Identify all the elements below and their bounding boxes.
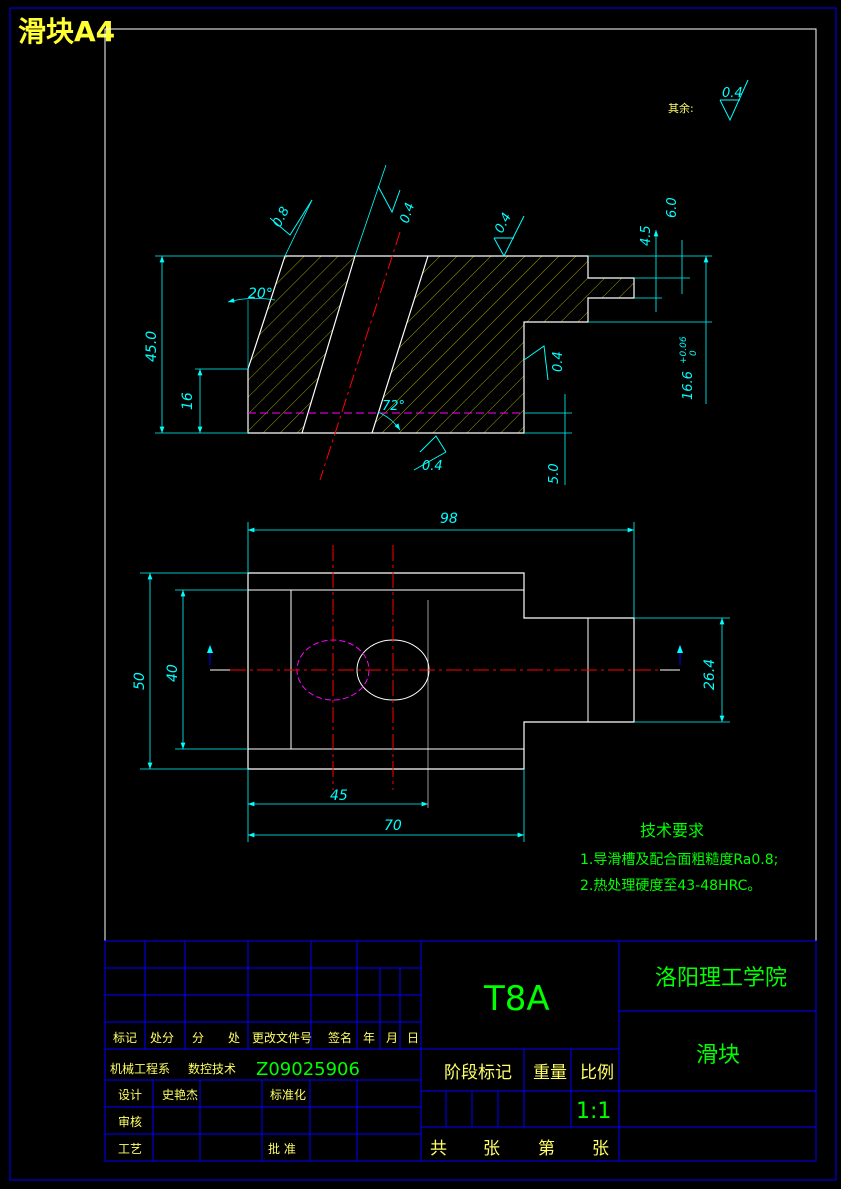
title-block-text: T8A 洛阳理工学院 滑块 标记 处分 分 处 更改文件号 签名 年 月 日 机… bbox=[110, 966, 787, 1159]
svg-text:批 准: 批 准 bbox=[268, 1141, 296, 1156]
svg-text:+0.06: +0.06 bbox=[679, 336, 689, 364]
svg-text:50: 50 bbox=[132, 672, 148, 690]
svg-text:26.4: 26.4 bbox=[702, 659, 718, 690]
svg-text:审核: 审核 bbox=[118, 1114, 142, 1129]
top-outline bbox=[247, 572, 635, 770]
svg-text:日: 日 bbox=[407, 1031, 419, 1045]
svg-text:技术要求: 技术要求 bbox=[640, 821, 704, 840]
tech-requirements: 技术要求 1.导滑槽及配合面粗糙度Ra0.8; 2.热处理硬度至43-48HRC… bbox=[580, 821, 778, 894]
svg-text:月: 月 bbox=[386, 1031, 398, 1045]
svg-text:史艳杰: 史艳杰 bbox=[162, 1087, 198, 1102]
svg-text:标准化: 标准化 bbox=[270, 1088, 306, 1102]
front-view: 45.0 16 20° 72° 0.8 0.4 0.4 0.4 0.4 bbox=[144, 164, 712, 485]
svg-text:40: 40 bbox=[165, 664, 181, 682]
svg-text:70: 70 bbox=[384, 818, 402, 834]
svg-text:4.5: 4.5 bbox=[639, 225, 654, 246]
svg-text:98: 98 bbox=[440, 511, 458, 527]
svg-text:比例: 比例 bbox=[580, 1063, 614, 1083]
svg-text:工艺: 工艺 bbox=[118, 1142, 142, 1156]
svg-text:更改文件号: 更改文件号 bbox=[252, 1030, 312, 1045]
svg-text:45.0: 45.0 bbox=[144, 331, 160, 362]
svg-text:1.导滑槽及配合面粗糙度Ra0.8;: 1.导滑槽及配合面粗糙度Ra0.8; bbox=[580, 851, 778, 868]
svg-text:16: 16 bbox=[180, 392, 196, 410]
svg-text:0.4: 0.4 bbox=[422, 459, 443, 474]
svg-text:0.4: 0.4 bbox=[398, 201, 419, 225]
svg-text:处分: 处分 bbox=[150, 1031, 174, 1045]
svg-text:0: 0 bbox=[689, 350, 699, 356]
svg-text:共: 共 bbox=[430, 1139, 447, 1159]
svg-text:分: 分 bbox=[192, 1031, 204, 1045]
svg-text:16.6: 16.6 bbox=[681, 371, 696, 400]
title-block bbox=[104, 940, 817, 1162]
outer-frame bbox=[9, 7, 837, 1181]
svg-text:张: 张 bbox=[483, 1139, 500, 1159]
top-view: 98 50 40 26.4 45 70 bbox=[132, 511, 730, 842]
hatch-left bbox=[248, 256, 355, 433]
svg-text:45: 45 bbox=[330, 788, 348, 804]
general-roughness: 其余: 0.4 bbox=[668, 79, 749, 122]
svg-text:Z09025906: Z09025906 bbox=[256, 1059, 360, 1080]
svg-text:设计: 设计 bbox=[118, 1088, 142, 1102]
svg-text:数控技术: 数控技术 bbox=[188, 1061, 236, 1076]
svg-text:机械工程系: 机械工程系 bbox=[110, 1061, 170, 1076]
svg-text:2.热处理硬度至43-48HRC。: 2.热处理硬度至43-48HRC。 bbox=[580, 878, 761, 894]
slot-centerline bbox=[319, 231, 401, 481]
svg-text:0.8: 0.8 bbox=[270, 205, 293, 230]
svg-text:阶段标记: 阶段标记 bbox=[444, 1063, 512, 1083]
part-name: 滑块 bbox=[696, 1043, 740, 1068]
svg-text:标记: 标记 bbox=[113, 1031, 137, 1045]
inner-frame bbox=[104, 28, 817, 1162]
svg-text:张: 张 bbox=[592, 1139, 609, 1159]
svg-text:20°: 20° bbox=[248, 286, 273, 302]
svg-text:第: 第 bbox=[538, 1139, 555, 1159]
svg-text:其余:: 其余: bbox=[668, 101, 694, 115]
svg-text:处: 处 bbox=[228, 1031, 240, 1045]
hatch-right bbox=[372, 256, 588, 433]
material: T8A bbox=[483, 979, 550, 1019]
svg-text:重量: 重量 bbox=[533, 1063, 567, 1083]
svg-text:签名: 签名 bbox=[328, 1030, 352, 1045]
svg-text:0.4: 0.4 bbox=[722, 86, 743, 101]
svg-text:5.0: 5.0 bbox=[547, 463, 562, 484]
svg-text:0.4: 0.4 bbox=[492, 211, 515, 236]
school-name: 洛阳理工学院 bbox=[655, 966, 787, 991]
svg-text:年: 年 bbox=[363, 1031, 375, 1045]
svg-text:6.0: 6.0 bbox=[665, 197, 680, 218]
svg-text:0.4: 0.4 bbox=[551, 351, 566, 372]
sheet-title: 滑块A4 bbox=[18, 15, 116, 48]
svg-text:1:1: 1:1 bbox=[576, 1099, 611, 1124]
svg-text:72°: 72° bbox=[382, 399, 405, 414]
